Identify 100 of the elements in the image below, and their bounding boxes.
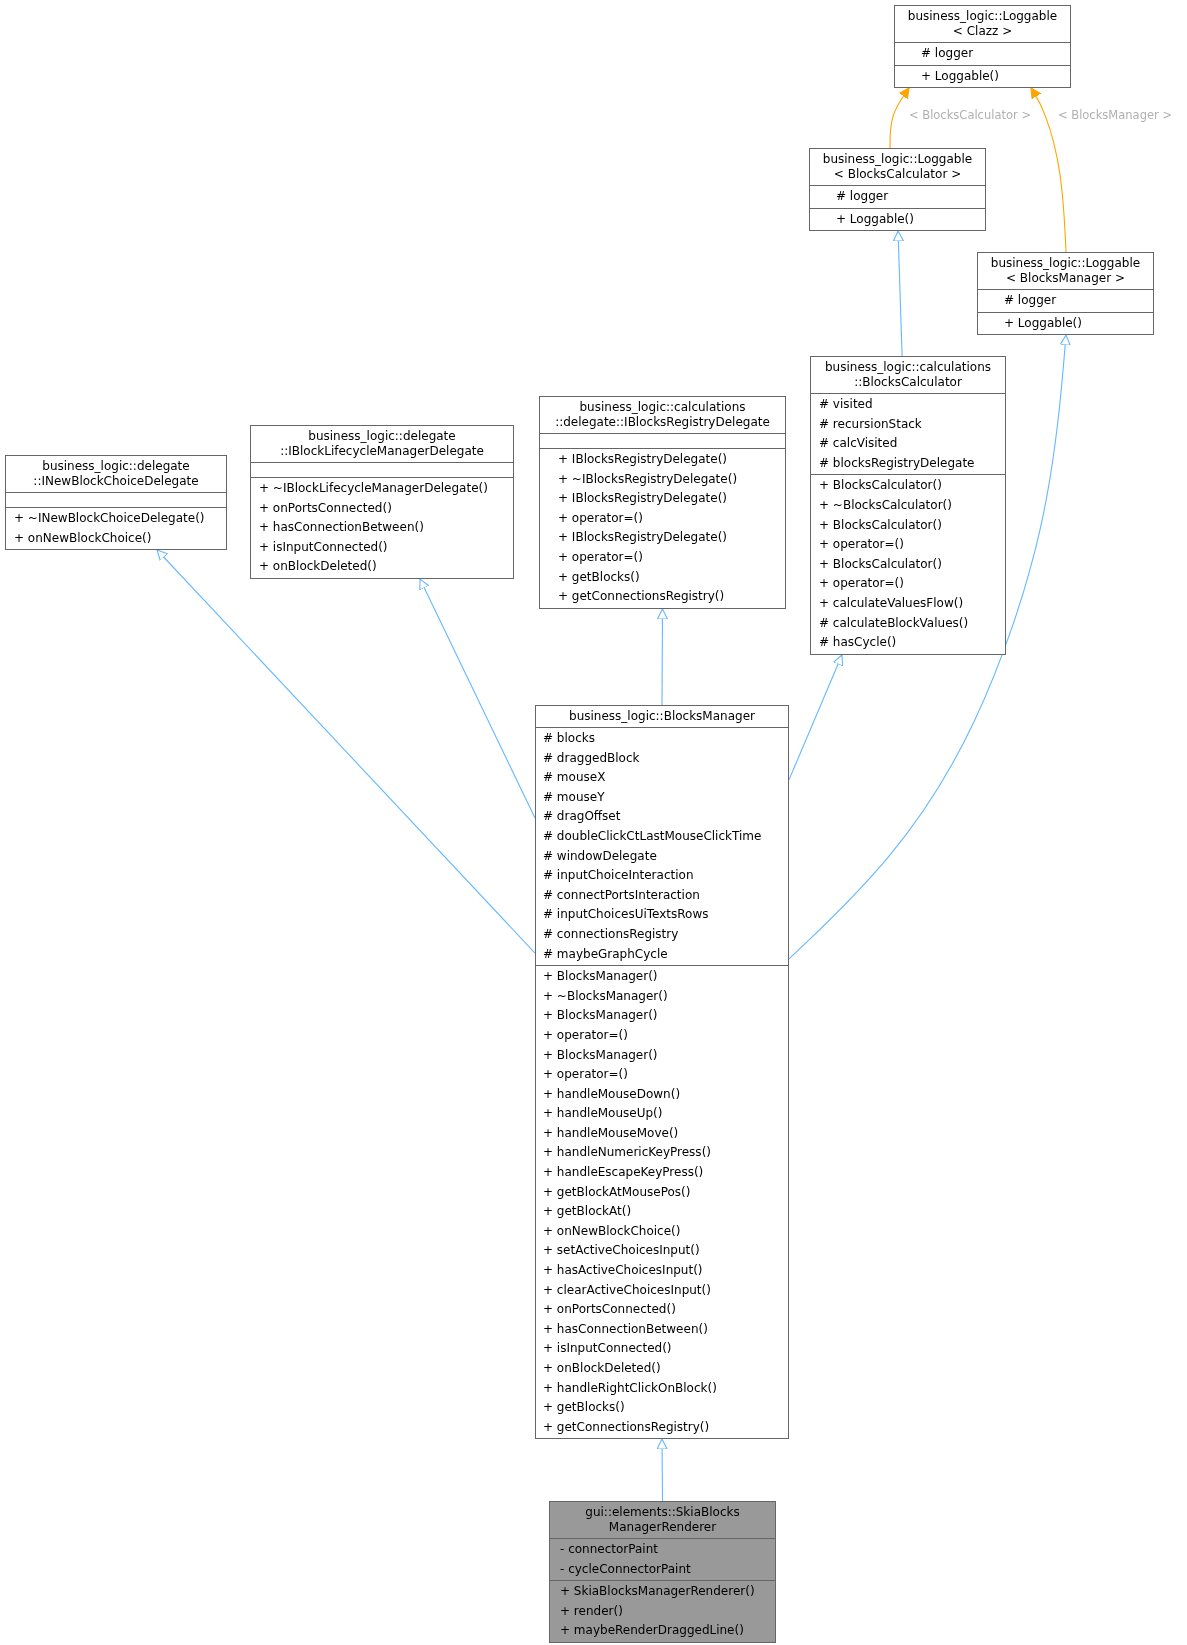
method-text: + handleRightClickOnBlock() bbox=[542, 1379, 718, 1397]
method-text: + handleNumericKeyPress() bbox=[542, 1144, 712, 1162]
method-text: + onPortsConnected() bbox=[542, 1301, 677, 1319]
method-text: + clearActiveChoicesInput() bbox=[542, 1281, 712, 1299]
class-name: business_logic::BlocksManager bbox=[568, 708, 756, 725]
class-box bbox=[977, 252, 1154, 336]
class-name: business_logic::delegate ::IBlockLifecycleManagerDelegate bbox=[279, 428, 485, 460]
method-text: + hasConnectionBetween() bbox=[542, 1320, 709, 1338]
method-text: + getBlockAtMousePos() bbox=[542, 1183, 692, 1201]
attribute-text: - cycleConnectorPaint bbox=[559, 1560, 692, 1578]
attribute-text: # maybeGraphCycle bbox=[542, 945, 669, 963]
method-text: + onPortsConnected() bbox=[258, 499, 393, 517]
inheritance-arrow bbox=[1030, 87, 1067, 253]
class-box bbox=[5, 455, 227, 551]
attribute-text: # blocksRegistryDelegate bbox=[818, 454, 976, 472]
method-text: + IBlocksRegistryDelegate() bbox=[557, 529, 728, 547]
method-text: + calculateValuesFlow() bbox=[818, 594, 965, 612]
attribute-text: # blocks bbox=[542, 730, 596, 747]
method-text: + hasConnectionBetween() bbox=[258, 519, 425, 537]
method-text: + maybeRenderDraggedLine() bbox=[559, 1622, 745, 1640]
method-text: + BlocksCalculator() bbox=[818, 555, 943, 573]
attribute-text: - connectorPaint bbox=[559, 1541, 659, 1558]
method-text: + onNewBlockChoice() bbox=[13, 529, 153, 547]
method-text: + Loggable() bbox=[1003, 314, 1083, 332]
method-text: + isInputConnected() bbox=[542, 1340, 673, 1358]
method-text: + operator=() bbox=[542, 1026, 629, 1044]
class-box bbox=[894, 5, 1071, 89]
method-text: + onBlockDeleted() bbox=[542, 1360, 662, 1377]
attribute-text: # logger bbox=[920, 45, 975, 62]
class-box bbox=[809, 148, 986, 232]
class-box bbox=[250, 425, 514, 579]
method-text: + handleEscapeKeyPress() bbox=[542, 1164, 705, 1182]
attribute-text: # draggedBlock bbox=[542, 749, 641, 767]
attribute-text: # inputChoiceInteraction bbox=[542, 867, 695, 885]
method-text: + getConnectionsRegistry() bbox=[542, 1418, 711, 1436]
inheritance-arrow bbox=[788, 334, 1071, 960]
method-text: + handleMouseDown() bbox=[542, 1085, 682, 1103]
method-text: + getBlockAt() bbox=[542, 1203, 633, 1221]
method-text: # calculateBlockValues() bbox=[818, 614, 970, 632]
method-text: + hasActiveChoicesInput() bbox=[542, 1262, 704, 1280]
inheritance-arrow bbox=[419, 578, 536, 819]
attribute-text: # visited bbox=[818, 396, 874, 413]
attribute-text: # logger bbox=[835, 188, 890, 205]
attribute-text: # mouseX bbox=[542, 769, 607, 787]
attribute-text: # doubleClickCtLastMouseClickTime bbox=[542, 827, 763, 845]
inheritance-arrow bbox=[656, 608, 668, 706]
method-text: + SkiaBlocksManagerRenderer() bbox=[559, 1583, 756, 1601]
method-text: + BlocksManager() bbox=[542, 1007, 659, 1025]
method-text: + onBlockDeleted() bbox=[258, 558, 378, 576]
class-name: business_logic::calculations ::BlocksCalculator bbox=[824, 359, 992, 391]
method-text: + BlocksManager() bbox=[542, 1046, 659, 1064]
method-text: + getBlocks() bbox=[542, 1399, 626, 1417]
method-text: + BlocksCalculator() bbox=[818, 516, 943, 534]
class-name: business_logic::Loggable < BlocksManager > bbox=[989, 255, 1142, 287]
method-text: + handleMouseMove() bbox=[542, 1124, 680, 1142]
method-text: + BlocksManager() bbox=[542, 968, 659, 986]
method-text: + handleMouseUp() bbox=[542, 1105, 664, 1123]
attribute-text: # inputChoicesUiTextsRows bbox=[542, 906, 710, 924]
inheritance-arrow bbox=[656, 1438, 668, 1502]
method-text: + BlocksCalculator() bbox=[818, 477, 943, 495]
inheritance-arrow bbox=[889, 87, 910, 149]
method-text: + operator=() bbox=[557, 548, 644, 566]
attribute-text: # recursionStack bbox=[818, 415, 923, 433]
class-name: business_logic::delegate ::INewBlockChoiceDelegate bbox=[32, 458, 200, 490]
method-text: + ~BlocksManager() bbox=[542, 987, 669, 1005]
method-text: + operator=() bbox=[818, 536, 905, 554]
attribute-text: # calcVisited bbox=[818, 435, 899, 453]
method-text: + onNewBlockChoice() bbox=[542, 1222, 682, 1240]
method-text: + ~IBlockLifecycleManagerDelegate() bbox=[258, 480, 489, 497]
method-text: + ~BlocksCalculator() bbox=[818, 496, 953, 514]
method-text: # hasCycle() bbox=[818, 634, 898, 652]
class-name: business_logic::Loggable < Clazz > bbox=[906, 8, 1059, 40]
attribute-text: # windowDelegate bbox=[542, 847, 658, 865]
method-text: + operator=() bbox=[542, 1066, 629, 1084]
attribute-text: # logger bbox=[1003, 292, 1058, 309]
method-text: + ~INewBlockChoiceDelegate() bbox=[13, 510, 206, 527]
attribute-text: # dragOffset bbox=[542, 808, 622, 826]
class-box bbox=[549, 1501, 776, 1643]
class-box bbox=[535, 705, 789, 1440]
attribute-text: # connectionsRegistry bbox=[542, 925, 680, 943]
class-name: gui::elements::SkiaBlocks ManagerRenderer bbox=[584, 1504, 741, 1536]
method-text: + IBlocksRegistryDelegate() bbox=[557, 490, 728, 508]
class-name: business_logic::calculations ::delegate::IBlocksRegistryDelegate bbox=[554, 399, 771, 431]
attribute-text: # mouseY bbox=[542, 788, 606, 806]
class-box bbox=[810, 356, 1006, 655]
method-text: + Loggable() bbox=[835, 210, 915, 228]
inheritance-arrow bbox=[892, 230, 904, 357]
attribute-text: # connectPortsInteraction bbox=[542, 886, 701, 904]
method-text: + operator=() bbox=[557, 509, 644, 527]
inheritance-arrow bbox=[788, 654, 844, 781]
method-text: + ~IBlocksRegistryDelegate() bbox=[557, 470, 739, 488]
edge-label: < BlocksCalculator > bbox=[907, 108, 1033, 122]
method-text: + operator=() bbox=[818, 575, 905, 593]
class-box bbox=[539, 396, 786, 609]
method-text: + IBlocksRegistryDelegate() bbox=[557, 451, 728, 468]
class-name: business_logic::Loggable < BlocksCalculator > bbox=[821, 151, 974, 183]
method-text: + getConnectionsRegistry() bbox=[557, 588, 726, 606]
method-text: + setActiveChoicesInput() bbox=[542, 1242, 701, 1260]
edge-label: < BlocksManager > bbox=[1056, 108, 1174, 122]
inheritance-arrow bbox=[156, 549, 536, 954]
